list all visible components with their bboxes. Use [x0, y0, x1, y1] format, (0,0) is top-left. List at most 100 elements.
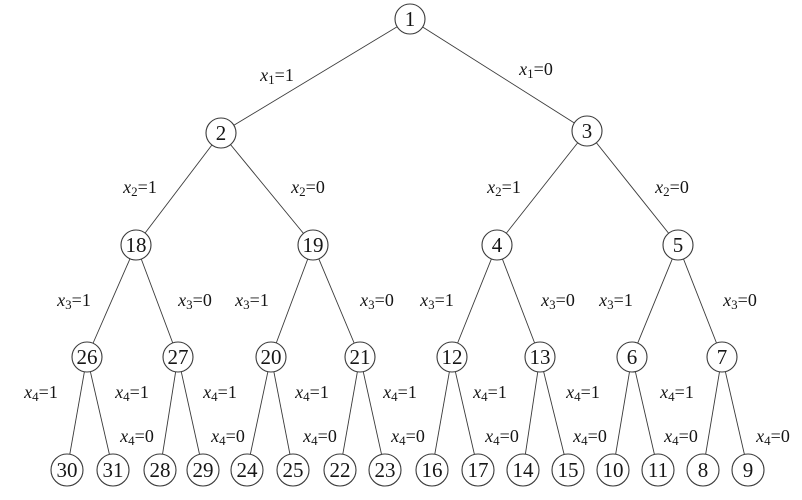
tree-node-circle-18 [120, 229, 152, 261]
tree-node-circle-11 [641, 453, 675, 487]
edge-label-2-19: x2=0 [290, 177, 325, 199]
tree-node-circle-24 [230, 453, 264, 487]
tree-edge-21-23 [359, 356, 386, 471]
tree-edge-4-12 [451, 244, 498, 358]
tree-node-circle-3 [571, 115, 603, 147]
edge-label-20-24: x4=1 [202, 382, 237, 404]
tree-node-circle-28 [143, 453, 177, 487]
tree-node-circle-5 [662, 229, 694, 261]
tree-node-label-10: 10 [603, 458, 624, 482]
tree-edge-26-31 [86, 356, 114, 471]
edge-label-12-17: x4=0 [484, 426, 519, 448]
tree-node-label-12: 12 [442, 345, 463, 369]
tree-edge-3-5 [586, 130, 679, 246]
tree-node-circle-27 [162, 341, 194, 373]
edge-label-19-21: x3=0 [359, 290, 394, 312]
edge-label-21-22: x4=1 [294, 382, 329, 404]
tree-node-label-15: 15 [558, 458, 579, 482]
tree-node-label-23: 23 [375, 458, 396, 482]
tree-node-circle-1 [394, 3, 426, 35]
tree-node-label-18: 18 [126, 233, 147, 257]
tree-node-label-9: 9 [743, 458, 754, 482]
tree-node-label-7: 7 [717, 345, 728, 369]
tree-edge-27-28 [159, 356, 179, 471]
tree-edge-18-27 [135, 244, 179, 358]
tree-node-circle-20 [255, 341, 287, 373]
edge-label-12-16: x4=1 [382, 382, 417, 404]
tree-node-label-29: 29 [193, 458, 214, 482]
tree-edge-13-14 [522, 356, 541, 471]
tree-node-circle-6 [616, 341, 648, 373]
tree-edge-19-21 [312, 244, 361, 358]
tree-node-circle-26 [71, 341, 103, 373]
tree-node-circle-23 [368, 453, 402, 487]
tree-node-circle-25 [276, 453, 310, 487]
tree-edge-19-20 [270, 244, 314, 358]
tree-node-label-27: 27 [168, 345, 189, 369]
tree-node-circle-12 [436, 341, 468, 373]
tree-node-label-24: 24 [237, 458, 259, 482]
tree-node-circle-22 [323, 453, 357, 487]
edge-label-3-5: x2=0 [654, 177, 689, 199]
tree-node-label-31: 31 [103, 458, 124, 482]
tree-edge-12-16 [431, 356, 453, 471]
edge-label-27-28: x4=1 [114, 382, 149, 404]
tree-edge-21-22 [339, 356, 361, 471]
tree-node-label-8: 8 [698, 458, 709, 482]
tree-edge-13-15 [539, 356, 569, 471]
edge-label-13-14: x4=1 [472, 382, 507, 404]
tree-node-label-17: 17 [468, 458, 489, 482]
tree-node-label-25: 25 [283, 458, 304, 482]
tree-node-circle-29 [186, 453, 220, 487]
tree-edge-18-26 [86, 244, 137, 358]
tree-node-label-1: 1 [405, 7, 416, 31]
tree-edge-6-11 [631, 356, 659, 471]
tree-node-circle-8 [686, 453, 720, 487]
tree-edge-5-7 [677, 244, 723, 358]
edge-label-21-23: x4=0 [390, 426, 425, 448]
edge-label-7-8: x4=1 [659, 382, 694, 404]
tree-node-label-22: 22 [330, 458, 351, 482]
tree-edge-12-17 [451, 356, 479, 471]
tree-node-circle-30 [50, 453, 84, 487]
tree-node-circle-31 [96, 453, 130, 487]
edge-label-7-9: x4=0 [755, 426, 790, 448]
tree-node-circle-14 [506, 453, 540, 487]
tree-edge-7-9 [721, 356, 749, 471]
tree-edge-2-19 [220, 132, 314, 246]
tree-node-circle-9 [731, 453, 765, 487]
tree-edge-5-6 [631, 244, 679, 358]
edge-label-1-3: x1=0 [518, 59, 553, 81]
edge-label-6-10: x4=1 [565, 382, 600, 404]
edge-label-4-12: x3=1 [419, 290, 454, 312]
tree-node-label-16: 16 [422, 458, 443, 482]
tree-edge-3-4 [496, 130, 588, 246]
edge-label-5-6: x3=1 [598, 290, 633, 312]
tree-node-circle-2 [205, 117, 237, 149]
edge-label-13-15: x4=0 [572, 426, 607, 448]
tree-node-circle-17 [461, 453, 495, 487]
tree-edge-1-3 [409, 18, 588, 132]
tree-node-label-11: 11 [648, 458, 668, 482]
edge-label-26-30: x4=1 [23, 382, 58, 404]
edge-label-3-4: x2=1 [486, 177, 521, 199]
tree-edge-20-25 [270, 356, 294, 471]
tree-node-circle-16 [415, 453, 449, 487]
tree-node-label-19: 19 [303, 233, 324, 257]
tree-node-label-5: 5 [673, 233, 684, 257]
tree-node-circle-7 [706, 341, 738, 373]
tree-node-label-2: 2 [216, 121, 227, 145]
edge-label-1-2: x1=1 [259, 65, 294, 87]
edge-label-5-7: x3=0 [722, 290, 757, 312]
edge-label-27-29: x4=0 [210, 426, 245, 448]
edge-label-19-20: x3=1 [234, 290, 269, 312]
tree-node-circle-10 [596, 453, 630, 487]
tree-edge-1-2 [220, 18, 411, 134]
tree-node-label-20: 20 [261, 345, 282, 369]
tree-node-label-3: 3 [582, 119, 593, 143]
tree-node-circle-13 [524, 341, 556, 373]
edge-label-4-13: x3=0 [540, 290, 575, 312]
tree-node-circle-19 [297, 229, 329, 261]
